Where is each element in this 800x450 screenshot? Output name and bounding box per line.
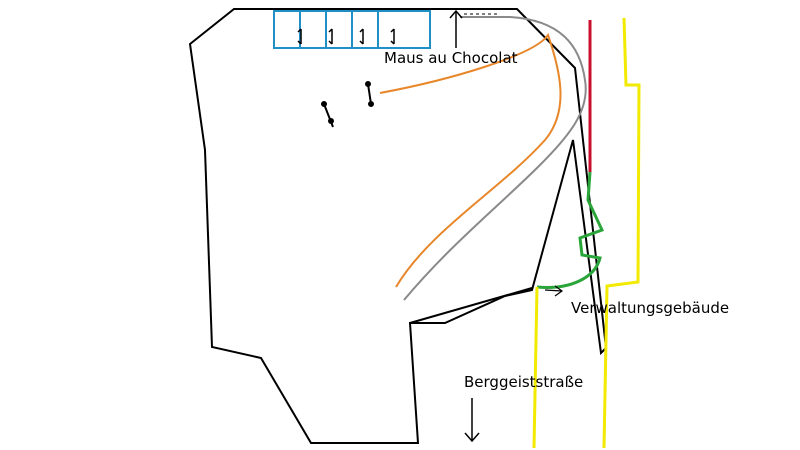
mark-dot	[368, 101, 374, 107]
yellow-lines	[532, 17, 641, 449]
arrow-up-icon	[449, 9, 463, 48]
yellow-street-left	[532, 286, 539, 449]
mark-dot	[321, 101, 327, 107]
mark-dot	[328, 118, 334, 124]
standing-marks	[321, 81, 374, 128]
chair-mark	[359, 28, 364, 45]
mark-stick	[367, 83, 372, 105]
street-label: Berggeiststraße	[464, 373, 584, 391]
building-outline	[188, 8, 608, 444]
table	[351, 10, 379, 49]
cafe-label: Maus au Chocolat	[384, 49, 518, 67]
table	[273, 10, 301, 49]
admin-building-label: Verwaltungsgebäude	[571, 299, 730, 317]
chair-mark	[390, 28, 395, 45]
chair-mark	[328, 28, 333, 45]
orange-path	[379, 32, 562, 288]
chairs	[297, 28, 395, 45]
inner-wall	[409, 287, 533, 324]
arrow-down-icon	[464, 398, 480, 443]
chair-mark	[297, 28, 302, 45]
arrow-right-icon	[544, 285, 564, 297]
table	[377, 10, 431, 49]
tables-row	[273, 10, 431, 49]
mark-dot	[365, 81, 371, 87]
yellow-building-edge	[602, 17, 641, 449]
green-line	[536, 171, 605, 289]
gray-path	[403, 16, 587, 301]
table	[299, 10, 327, 49]
